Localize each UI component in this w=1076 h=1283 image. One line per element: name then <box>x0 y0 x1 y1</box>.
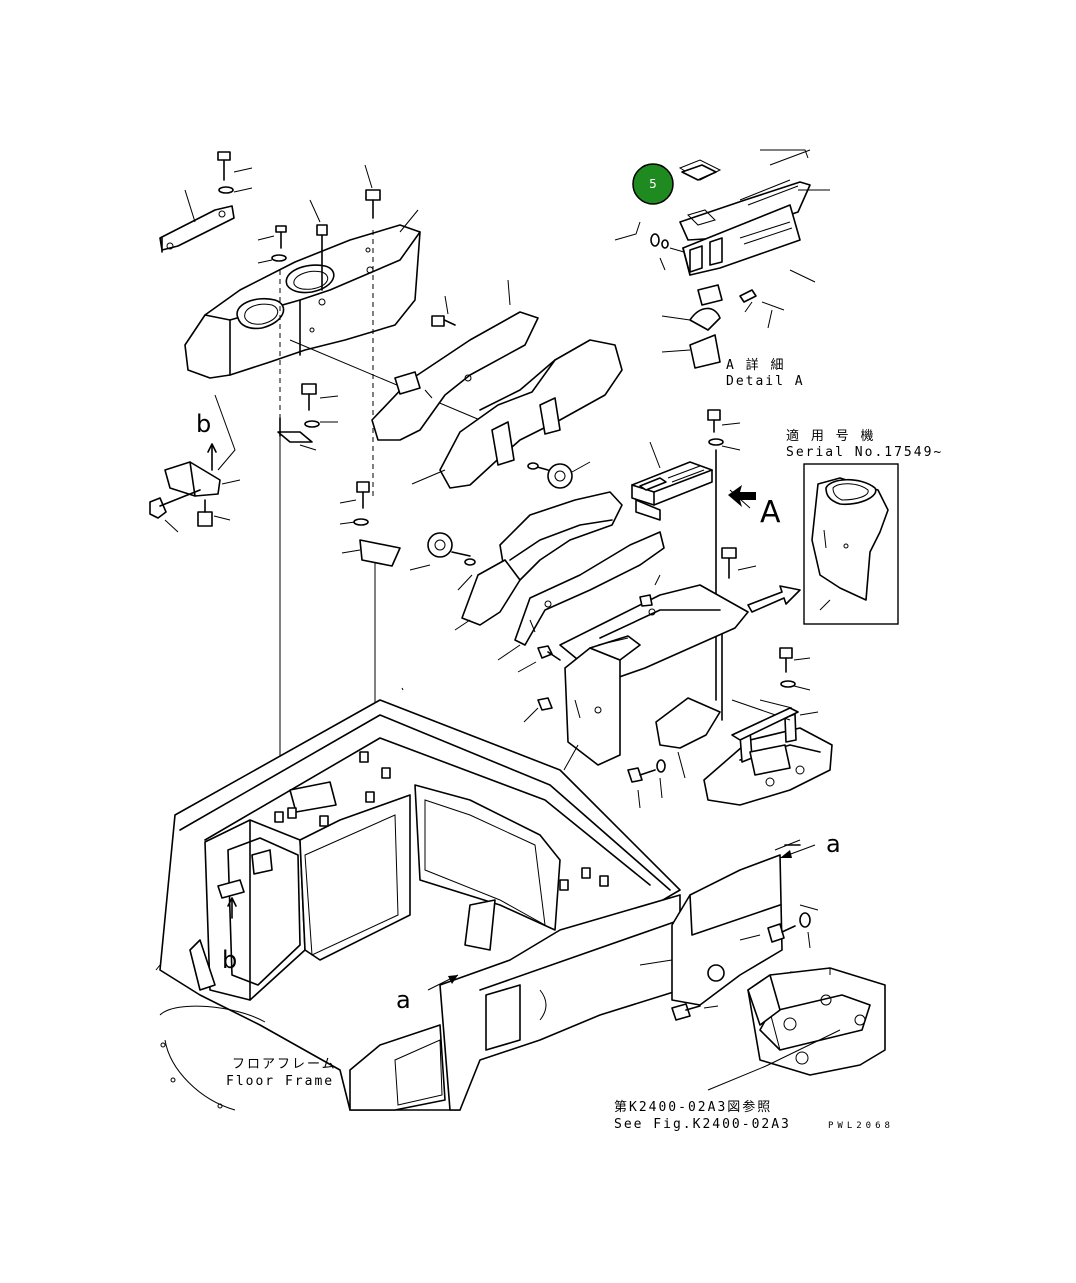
bolt-washer-mid <box>301 383 339 428</box>
detail-a-assembly <box>614 149 830 369</box>
adjust-knob-upper <box>527 461 591 489</box>
view-letter-a-upper: a <box>826 830 841 858</box>
floor-frame-label-en: Floor Frame <box>226 1074 334 1089</box>
view-letter-b-upper: b <box>196 410 211 438</box>
lower-side-panel <box>639 839 801 1006</box>
bolt-panel-right <box>739 904 819 949</box>
serial-label-jp: 適 用 号 機 <box>786 428 875 444</box>
bolt-long-right <box>721 547 757 579</box>
see-fig-label-en: See Fig.K2400-02A3 <box>614 1117 791 1132</box>
serial-label-en: Serial No.17549~ <box>786 445 943 460</box>
serial-detail-box <box>803 463 899 625</box>
arrow-a-lower <box>427 974 459 991</box>
bolt-group-top-left <box>217 151 419 291</box>
see-fig-label-jp: 第K2400-02A3図参照 <box>614 1099 772 1115</box>
control-lever-box <box>655 697 833 806</box>
arrow-a-upper <box>779 844 816 859</box>
bracket-bar-top-left <box>159 189 235 253</box>
bolt-lower-plate <box>517 645 561 673</box>
view-letter-A: A <box>760 495 781 530</box>
callout-5-marker[interactable]: 5 <box>632 163 674 205</box>
view-letter-b-lower: b <box>222 946 237 974</box>
detail-arrow-hollow <box>747 585 801 613</box>
arrow-see-fig <box>707 1029 841 1091</box>
bolt-right-upper <box>707 409 741 721</box>
drawing-code: PWL2068 <box>828 1121 894 1131</box>
armrest-pad-lower <box>454 491 665 661</box>
upper-console-cover <box>184 224 421 379</box>
detail-a-label-jp: A 詳 細 <box>726 357 785 373</box>
center-bracket-bolt <box>339 481 401 567</box>
mount-bracket-left <box>277 417 317 451</box>
left-small-bracket <box>149 394 241 533</box>
switch-panel-box <box>631 441 713 521</box>
view-letter-a-lower: a <box>396 986 411 1014</box>
view-arrow-A <box>728 485 756 509</box>
bolt-panel-lower <box>671 1003 719 1021</box>
bolt-lower-left-console <box>523 697 553 723</box>
armrest-pad-upper <box>411 339 623 489</box>
floor-frame-label-jp: フロアフレーム <box>232 1057 337 1072</box>
console-base-plate <box>559 574 749 771</box>
detail-a-label-en: Detail A <box>726 374 805 389</box>
adjust-knob-lower <box>409 532 476 591</box>
bolt-washer-right <box>627 647 811 809</box>
storage-tray-box <box>747 967 886 1076</box>
frame-studs <box>274 751 609 891</box>
callout-5-number: 5 <box>649 177 657 191</box>
floor-frame <box>155 699 681 1111</box>
armrest-upper-plate <box>371 279 539 441</box>
